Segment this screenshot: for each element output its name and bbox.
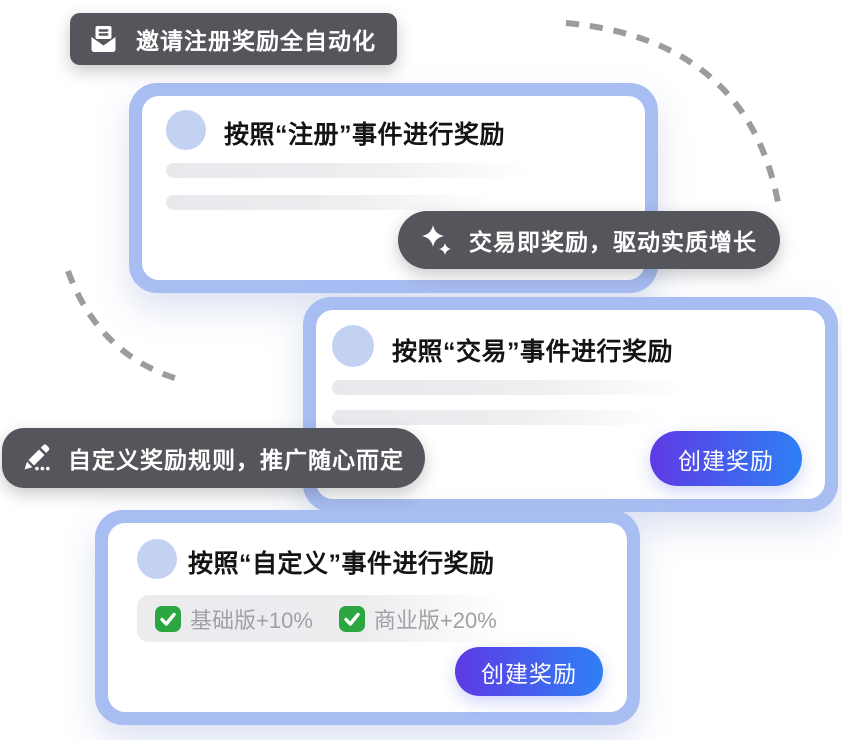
pencil-icon xyxy=(20,442,54,474)
card-register-title: 按照“注册”事件进行奖励 xyxy=(224,121,506,149)
check-icon xyxy=(338,605,365,632)
card-custom-title: 按照“自定义”事件进行奖励 xyxy=(188,550,495,578)
placeholder-line xyxy=(166,195,495,210)
callout-trade-reward: 交易即奖励，驱动实质增长 xyxy=(398,211,780,269)
placeholder-line xyxy=(332,410,664,425)
badge-register-label: 邀请注册奖励全自动化 xyxy=(136,28,376,54)
tag-basic-plan: 基础版+10% xyxy=(155,603,313,635)
tag-business-label: 商业版+20% xyxy=(373,607,497,633)
card-custom-event: 按照“自定义”事件进行奖励 基础版+10% xyxy=(95,510,640,725)
card-register-body: 按照“注册”事件进行奖励 xyxy=(142,96,645,280)
avatar xyxy=(166,110,206,150)
plan-tag-strip: 基础版+10% 商业版+20% xyxy=(137,595,505,642)
placeholder-line xyxy=(166,163,529,178)
badge-custom-label: 自定义奖励规则，推广随心而定 xyxy=(68,447,404,473)
card-custom-body: 按照“自定义”事件进行奖励 基础版+10% xyxy=(108,523,627,712)
callout-custom-rules: 自定义奖励规则，推广随心而定 xyxy=(2,428,425,488)
card-trade-event: 按照“交易”事件进行奖励 创建奖励 xyxy=(303,297,838,512)
tag-business-plan: 商业版+20% xyxy=(338,603,497,635)
check-icon xyxy=(155,605,181,632)
create-reward-button[interactable]: 创建奖励 xyxy=(455,647,603,696)
avatar xyxy=(137,539,177,579)
avatar xyxy=(332,325,374,367)
placeholder-line xyxy=(332,380,688,395)
callout-register-automation: 邀请注册奖励全自动化 xyxy=(70,13,397,65)
card-trade-title: 按照“交易”事件进行奖励 xyxy=(392,338,674,366)
card-trade-body: 按照“交易”事件进行奖励 创建奖励 xyxy=(316,310,825,499)
mail-icon xyxy=(88,24,119,54)
tag-basic-label: 基础版+10% xyxy=(190,607,313,633)
create-reward-button[interactable]: 创建奖励 xyxy=(650,431,802,486)
sparkles-icon xyxy=(420,224,454,257)
badge-trade-label: 交易即奖励，驱动实质增长 xyxy=(469,229,757,255)
